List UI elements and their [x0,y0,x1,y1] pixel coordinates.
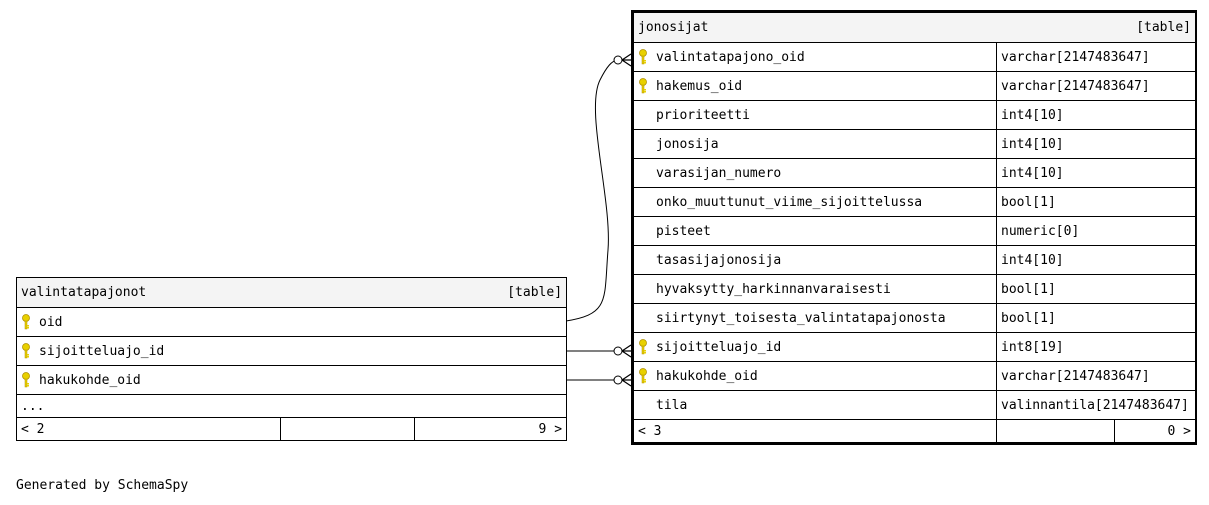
table-row[interactable]: pisteet numeric[0] [633,216,1196,246]
key-icon [638,339,652,355]
table-header: valintatapajonot [table] [15,277,568,308]
column-name: siirtynyt_toisesta_valintatapajonosta [656,310,946,326]
child-count[interactable]: 9 > [413,417,568,441]
table-valintatapajonot[interactable]: valintatapajonot [table] oid sijoitteluaj… [15,277,568,441]
column-name: jonosija [656,136,719,152]
column-name-cell[interactable]: valintatapajono_oid [633,42,997,72]
parent-count[interactable]: < 2 [16,417,281,441]
table-row[interactable]: hakemus_oid varchar[2147483647] [633,71,1196,101]
column-type: int4[10] [996,158,1196,188]
parent-count[interactable]: < 3 [633,419,997,443]
column-type: valinnantila[2147483647] [996,390,1196,420]
column-type: int4[10] [996,100,1196,130]
table-kind: [table] [1136,20,1191,35]
column-name: prioriteetti [656,107,750,123]
table-row[interactable]: hakukohde_oid varchar[2147483647] [633,361,1196,391]
key-icon [638,78,652,94]
column-name: hakemus_oid [656,78,743,94]
table-row[interactable]: oid [15,307,568,337]
column-name: onko_muuttunut_viime_sijoittelussa [656,194,923,210]
column-name-cell[interactable]: sijoitteluajo_id [633,332,997,362]
column-name: sijoitteluajo_id [656,339,782,355]
crowfoot-circle [613,55,623,65]
table-row[interactable]: onko_muuttunut_viime_sijoittelussa bool[1… [633,187,1196,217]
column-type: varchar[2147483647] [996,42,1196,72]
column-name-cell[interactable]: onko_muuttunut_viime_sijoittelussa [633,187,997,217]
column-name-cell[interactable]: siirtynyt_toisesta_valintatapajonosta [633,303,997,333]
table-footer: < 2 9 > [16,417,568,441]
column-name: hakukohde_oid [39,372,141,388]
column-type: varchar[2147483647] [996,71,1196,101]
table-row[interactable]: tasasijajonosija int4[10] [633,245,1196,275]
table-row[interactable]: tila valinnantila[2147483647] [633,390,1196,420]
column-name-cell[interactable]: pisteet [633,216,997,246]
column-type: bool[1] [996,187,1196,217]
column-name-cell[interactable]: hyvaksytty_harkinnanvaraisesti [633,274,997,304]
footer-spacer [996,419,1115,443]
table-row[interactable]: valintatapajono_oid varchar[2147483647] [633,42,1196,72]
table-title: jonosijat [638,20,709,35]
column-type: bool[1] [996,274,1196,304]
column-name-cell[interactable]: tila [633,390,997,420]
crowfoot [621,53,632,67]
generated-by-text: Generated by SchemaSpy [16,478,189,493]
table-row[interactable]: prioriteetti int4[10] [633,100,1196,130]
column-name: oid [39,314,63,330]
more-columns: ... [15,394,568,418]
column-type: int8[19] [996,332,1196,362]
key-icon [21,372,35,388]
key-icon [638,49,652,65]
table-row[interactable]: varasijan_numero int4[10] [633,158,1196,188]
edge-oid-to-valintatapajono_oid [565,59,618,322]
key-icon [638,368,652,384]
column-name-cell[interactable]: prioriteetti [633,100,997,130]
table-row[interactable]: siirtynyt_toisesta_valintatapajonosta boo… [633,303,1196,333]
column-name: hakukohde_oid [656,368,758,384]
table-title: valintatapajonot [21,285,147,300]
table-header: jonosijat [table] [633,12,1196,43]
table-footer: < 3 0 > [633,419,1196,443]
table-row[interactable]: sijoitteluajo_id [15,336,568,366]
column-name: pisteet [656,223,711,239]
table-row[interactable]: jonosija int4[10] [633,129,1196,159]
child-count[interactable]: 0 > [1114,419,1196,443]
column-name-cell[interactable]: tasasijajonosija [633,245,997,275]
column-name-cell[interactable]: sijoitteluajo_id [15,336,568,366]
column-name: tasasijajonosija [656,252,782,268]
column-type: int4[10] [996,129,1196,159]
column-name: tila [656,397,688,413]
column-name-cell[interactable]: hakukohde_oid [633,361,997,391]
crowfoot [621,373,632,387]
column-type: numeric[0] [996,216,1196,246]
table-row[interactable]: hyvaksytty_harkinnanvaraisesti bool[1] [633,274,1196,304]
table-kind: [table] [507,285,563,300]
footer-spacer [280,417,415,441]
column-name-cell[interactable]: hakemus_oid [633,71,997,101]
column-name-cell[interactable]: oid [15,307,568,337]
column-name: varasijan_numero [656,165,782,181]
column-type: varchar[2147483647] [996,361,1196,391]
crowfoot [621,344,632,358]
column-name-cell[interactable]: jonosija [633,129,997,159]
crowfoot-circle [613,375,623,385]
column-name-cell[interactable]: varasijan_numero [633,158,997,188]
key-icon [21,314,35,330]
table-row[interactable]: hakukohde_oid [15,365,568,395]
column-name: sijoitteluajo_id [39,343,165,359]
column-type: bool[1] [996,303,1196,333]
column-name-cell[interactable]: hakukohde_oid [15,365,568,395]
crowfoot-circle [613,346,623,356]
column-name: hyvaksytty_harkinnanvaraisesti [656,281,891,297]
key-icon [21,343,35,359]
more-columns-row[interactable]: ... [15,394,568,418]
column-name: valintatapajono_oid [656,49,805,65]
table-row[interactable]: sijoitteluajo_id int8[19] [633,332,1196,362]
column-type: int4[10] [996,245,1196,275]
